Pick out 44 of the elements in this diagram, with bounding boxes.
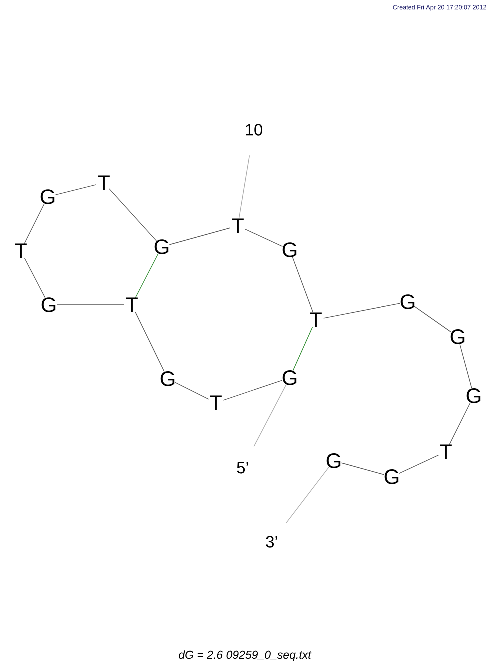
backbone-line xyxy=(341,462,385,476)
backbone-line xyxy=(414,306,452,333)
base-letter: G xyxy=(282,370,297,386)
backbone-line xyxy=(292,257,314,313)
position-number: 10 xyxy=(246,124,263,136)
backbone-line xyxy=(449,402,471,446)
backbone-line xyxy=(24,258,46,298)
base-letter: T xyxy=(126,298,138,312)
backbone-line xyxy=(24,204,45,244)
base-letter: G xyxy=(40,190,55,204)
end-label: 3’ xyxy=(266,536,278,548)
base-letter: T xyxy=(310,312,322,328)
base-letter: G xyxy=(450,330,465,344)
backbone-line xyxy=(169,228,231,246)
base-letter: G xyxy=(326,454,341,468)
backbone-line xyxy=(398,455,440,474)
leader-line xyxy=(254,384,287,448)
backbone-line xyxy=(244,229,284,247)
base-letter: T xyxy=(15,244,27,258)
backbone-line xyxy=(55,184,97,196)
caption: dG = 2.6 09259_0_seq.txt xyxy=(179,650,312,662)
base-letter: T xyxy=(210,396,222,410)
base-letter: G xyxy=(400,294,415,310)
base-pair-line xyxy=(292,326,314,372)
base-letter: T xyxy=(440,444,452,460)
base-letter: G xyxy=(466,388,481,404)
backbone-line xyxy=(56,304,124,306)
backbone-line xyxy=(223,380,283,401)
backbone-line xyxy=(135,312,165,372)
leader-line xyxy=(286,467,330,524)
base-letter: T xyxy=(98,176,110,190)
base-letter: G xyxy=(282,242,297,258)
base-letter: G xyxy=(384,470,399,484)
base-letter: G xyxy=(42,298,56,312)
backbone-line xyxy=(460,344,472,389)
base-pair-line xyxy=(135,254,159,298)
leader-line xyxy=(238,155,250,218)
base-letter: G xyxy=(154,240,169,254)
end-label: 5’ xyxy=(237,462,248,474)
backbone-line xyxy=(109,188,157,242)
base-letter: T xyxy=(232,218,244,234)
backbone-line xyxy=(174,382,210,400)
backbone-line xyxy=(324,303,400,319)
base-letter: G xyxy=(160,372,175,386)
